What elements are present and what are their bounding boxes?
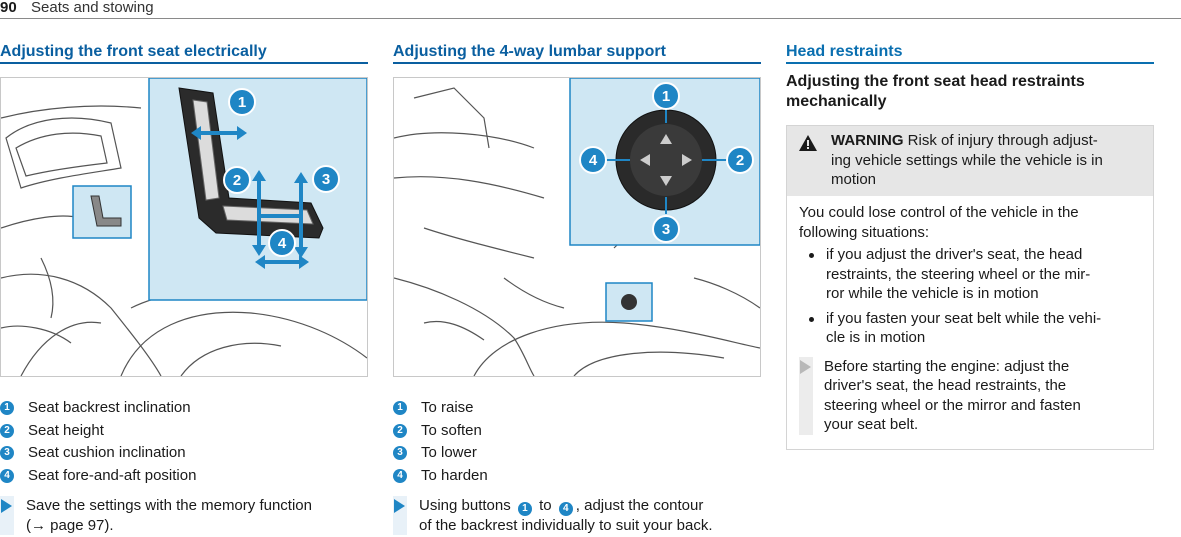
instruction-step: Using buttons 1 to 4, adjust the contour… xyxy=(393,496,761,536)
page-reference-link[interactable]: (→ page 97). xyxy=(26,516,114,534)
legend-list: 1 To raise 2 To soften 3 To lower 4 To harde… xyxy=(393,397,488,487)
instruction-text: Before starting the engine: adjust the xyxy=(824,357,1070,375)
legend-label: To raise xyxy=(421,399,474,416)
number-badge: 3 xyxy=(0,446,14,461)
warning-label: WARNING xyxy=(831,132,904,149)
legend-item: 1 Seat backrest inclination xyxy=(0,397,196,420)
legend-label: To harden xyxy=(421,466,488,484)
section-front-seat-electric: Adjusting the front seat electrically xyxy=(0,40,368,535)
instruction-text: Save the settings with the memory functi… xyxy=(26,497,312,514)
subheading: Adjusting the front seat head restraints… xyxy=(786,72,1154,112)
bullet-text: restraints, the steering wheel or the mi… xyxy=(826,265,1091,283)
instruction-text: your seat belt. xyxy=(824,416,919,433)
instruction-fragment: Using buttons xyxy=(419,497,511,514)
warning-intro: You could lose control of the vehicle in… xyxy=(799,204,1079,221)
number-badge: 1 xyxy=(393,401,407,416)
figure2-callout-2: 2 xyxy=(736,152,744,169)
warning-text: ing vehicle settings while the vehicle i… xyxy=(831,151,1103,169)
bullet-text: cle is in motion xyxy=(826,329,926,346)
instruction-fragment: , adjust the contour xyxy=(575,497,704,514)
warning-body: You could lose control of the vehicle in… xyxy=(787,196,1153,435)
number-badge: 4 xyxy=(393,468,407,483)
figure2-callout-3: 3 xyxy=(662,221,670,238)
legend-item: 2 To soften xyxy=(393,420,488,443)
number-badge: 4 xyxy=(0,468,14,483)
instruction-text: steering wheel or the mirror and fasten xyxy=(824,396,1081,414)
warning-bullet-list: if you adjust the driver's seat, the hea… xyxy=(799,245,1143,348)
figure1-callout-2: 2 xyxy=(233,172,241,189)
section-lumbar-support: Adjusting the 4-way lumbar support xyxy=(393,40,761,536)
figure1-callout-3: 3 xyxy=(322,171,330,188)
legend-label: Seat cushion inclination xyxy=(28,444,186,461)
bullet-text: ror while the vehicle is in motion xyxy=(826,285,1039,302)
legend-label: Seat height xyxy=(28,421,104,439)
warning-instruction: Before starting the engine: adjust the d… xyxy=(799,356,1143,435)
number-badge: 2 xyxy=(0,423,14,438)
play-arrow-icon xyxy=(800,359,811,374)
warning-intro: following situations: xyxy=(799,223,930,241)
figure2-callout-1: 1 xyxy=(662,88,670,105)
warning-box: WARNING Risk of injury through adjust- i… xyxy=(786,125,1154,450)
section-head-restraints: Head restraints Adjusting the front seat… xyxy=(786,40,1154,450)
instruction-text: of the backrest individually to suit you… xyxy=(419,516,713,534)
legend-item: 4 To harden xyxy=(393,465,488,488)
number-badge: 4 xyxy=(558,501,573,516)
figure1-callout-4: 4 xyxy=(278,235,287,252)
instruction-step: Save the settings with the memory functi… xyxy=(0,496,368,535)
bullet-text: if you fasten your seat belt while the v… xyxy=(826,309,1102,327)
instruction-marker xyxy=(799,356,813,435)
legend-label: Seat fore-and-aft position xyxy=(28,466,197,484)
legend-label: Seat backrest inclination xyxy=(28,399,191,416)
number-badge: 1 xyxy=(517,501,532,516)
number-badge: 2 xyxy=(393,423,407,438)
list-item: if you fasten your seat belt while the v… xyxy=(799,309,1143,348)
section-title: Head restraints xyxy=(786,40,1154,64)
warning-text: Risk of injury through adjust- xyxy=(907,132,1098,149)
instruction-text: driver's seat, the head restraints, the xyxy=(824,377,1067,394)
page-number: 90 xyxy=(0,0,17,16)
legend-item: 2 Seat height xyxy=(0,420,196,443)
warning-triangle-icon xyxy=(799,135,817,151)
warning-text: motion xyxy=(831,171,877,188)
lumbar-controls-illustration: 1 2 3 4 xyxy=(393,77,761,377)
chapter-title: Seats and stowing xyxy=(31,0,154,16)
subheading-line: mechanically xyxy=(786,93,887,110)
list-item: if you adjust the driver's seat, the hea… xyxy=(799,245,1143,304)
legend-item: 4 Seat fore-and-aft position xyxy=(0,465,196,488)
play-arrow-icon xyxy=(1,499,12,513)
legend-label: To lower xyxy=(421,444,477,461)
instruction-text: Using buttons 1 to 4, adjust the contour xyxy=(419,496,712,516)
legend-label: To soften xyxy=(421,421,482,439)
play-arrow-icon xyxy=(394,499,405,513)
section-title: Adjusting the 4-way lumbar support xyxy=(393,40,761,64)
legend-item: 1 To raise xyxy=(393,397,488,420)
bullet-text: if you adjust the driver's seat, the hea… xyxy=(826,246,1083,263)
lumbar-controls-drawing: 1 2 3 4 xyxy=(394,78,760,376)
seat-controls-drawing: 1 2 3 4 xyxy=(1,78,367,376)
instruction-fragment: to xyxy=(539,497,552,514)
subheading-line: Adjusting the front seat head restraints xyxy=(786,73,1085,90)
figure1-callout-1: 1 xyxy=(238,94,246,111)
instruction-marker xyxy=(393,496,407,536)
number-badge: 1 xyxy=(0,401,14,416)
warning-header: WARNING Risk of injury through adjust- i… xyxy=(787,126,1153,196)
number-badge: 3 xyxy=(393,446,407,461)
section-title: Adjusting the front seat electrically xyxy=(0,40,368,64)
instruction-marker xyxy=(0,496,14,535)
legend-item: 3 Seat cushion inclination xyxy=(0,442,196,465)
legend-item: 3 To lower xyxy=(393,442,488,465)
figure2-callout-4: 4 xyxy=(589,152,598,169)
page-header: 90 Seats and stowing xyxy=(0,0,1181,19)
seat-controls-illustration: 1 2 3 4 xyxy=(0,77,368,377)
